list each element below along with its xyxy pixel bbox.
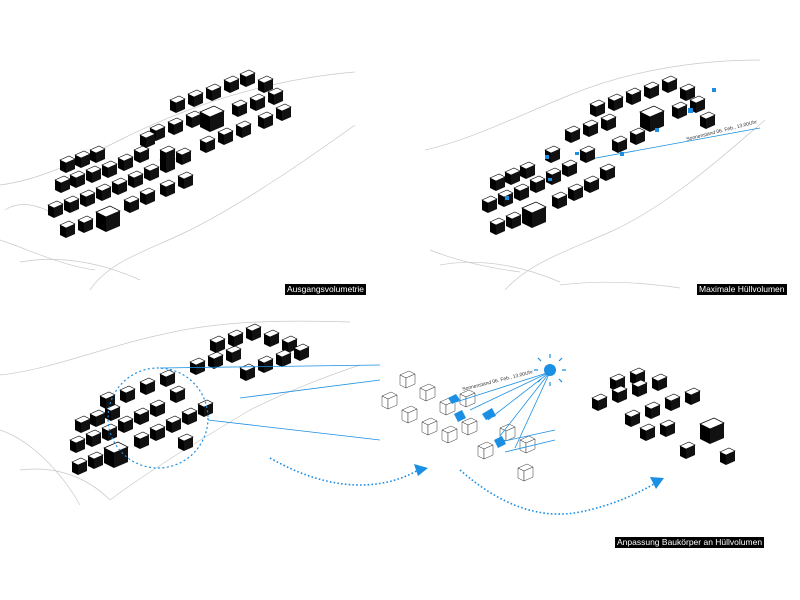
caption-adaptation: Anpassung Baukörper an Hüllvolumen xyxy=(615,537,765,548)
building-cluster xyxy=(47,69,292,239)
panel-adaptation: Sonnenstand 06. Feb., 13.00Uhr xyxy=(0,320,736,515)
sun-label-bottom: Sonnenstand 06. Feb., 13.00Uhr xyxy=(462,369,534,392)
focus-area-circle xyxy=(107,367,209,469)
shadow-highlights xyxy=(505,88,716,200)
caption-initial-volumes: Ausgangsvolumetrie xyxy=(285,284,367,295)
sun-label-top: Sonnenstand 06. Feb., 13.00Uhr xyxy=(686,119,758,142)
context-roads xyxy=(0,71,356,291)
sun-ray-line xyxy=(584,127,761,161)
flow-arrow-right xyxy=(459,469,664,515)
adapted-buildings xyxy=(591,367,736,466)
panel-initial-volumes xyxy=(0,69,356,291)
context-roads xyxy=(424,59,766,291)
flow-arrow-left xyxy=(269,457,428,486)
caption-initial-volumes xyxy=(0,0,1,1)
context-roads xyxy=(0,320,361,506)
caption-max-envelope: Maximale Hüllvolumen xyxy=(697,284,787,295)
building-cluster xyxy=(69,323,310,476)
envelope-detail xyxy=(381,370,536,482)
sun-icon xyxy=(534,354,566,386)
building-cluster xyxy=(481,75,716,236)
focus-projection-lines xyxy=(159,364,381,441)
panel-max-envelope: Sonnenstand 06. Feb., 13.00Uhr xyxy=(424,59,766,291)
